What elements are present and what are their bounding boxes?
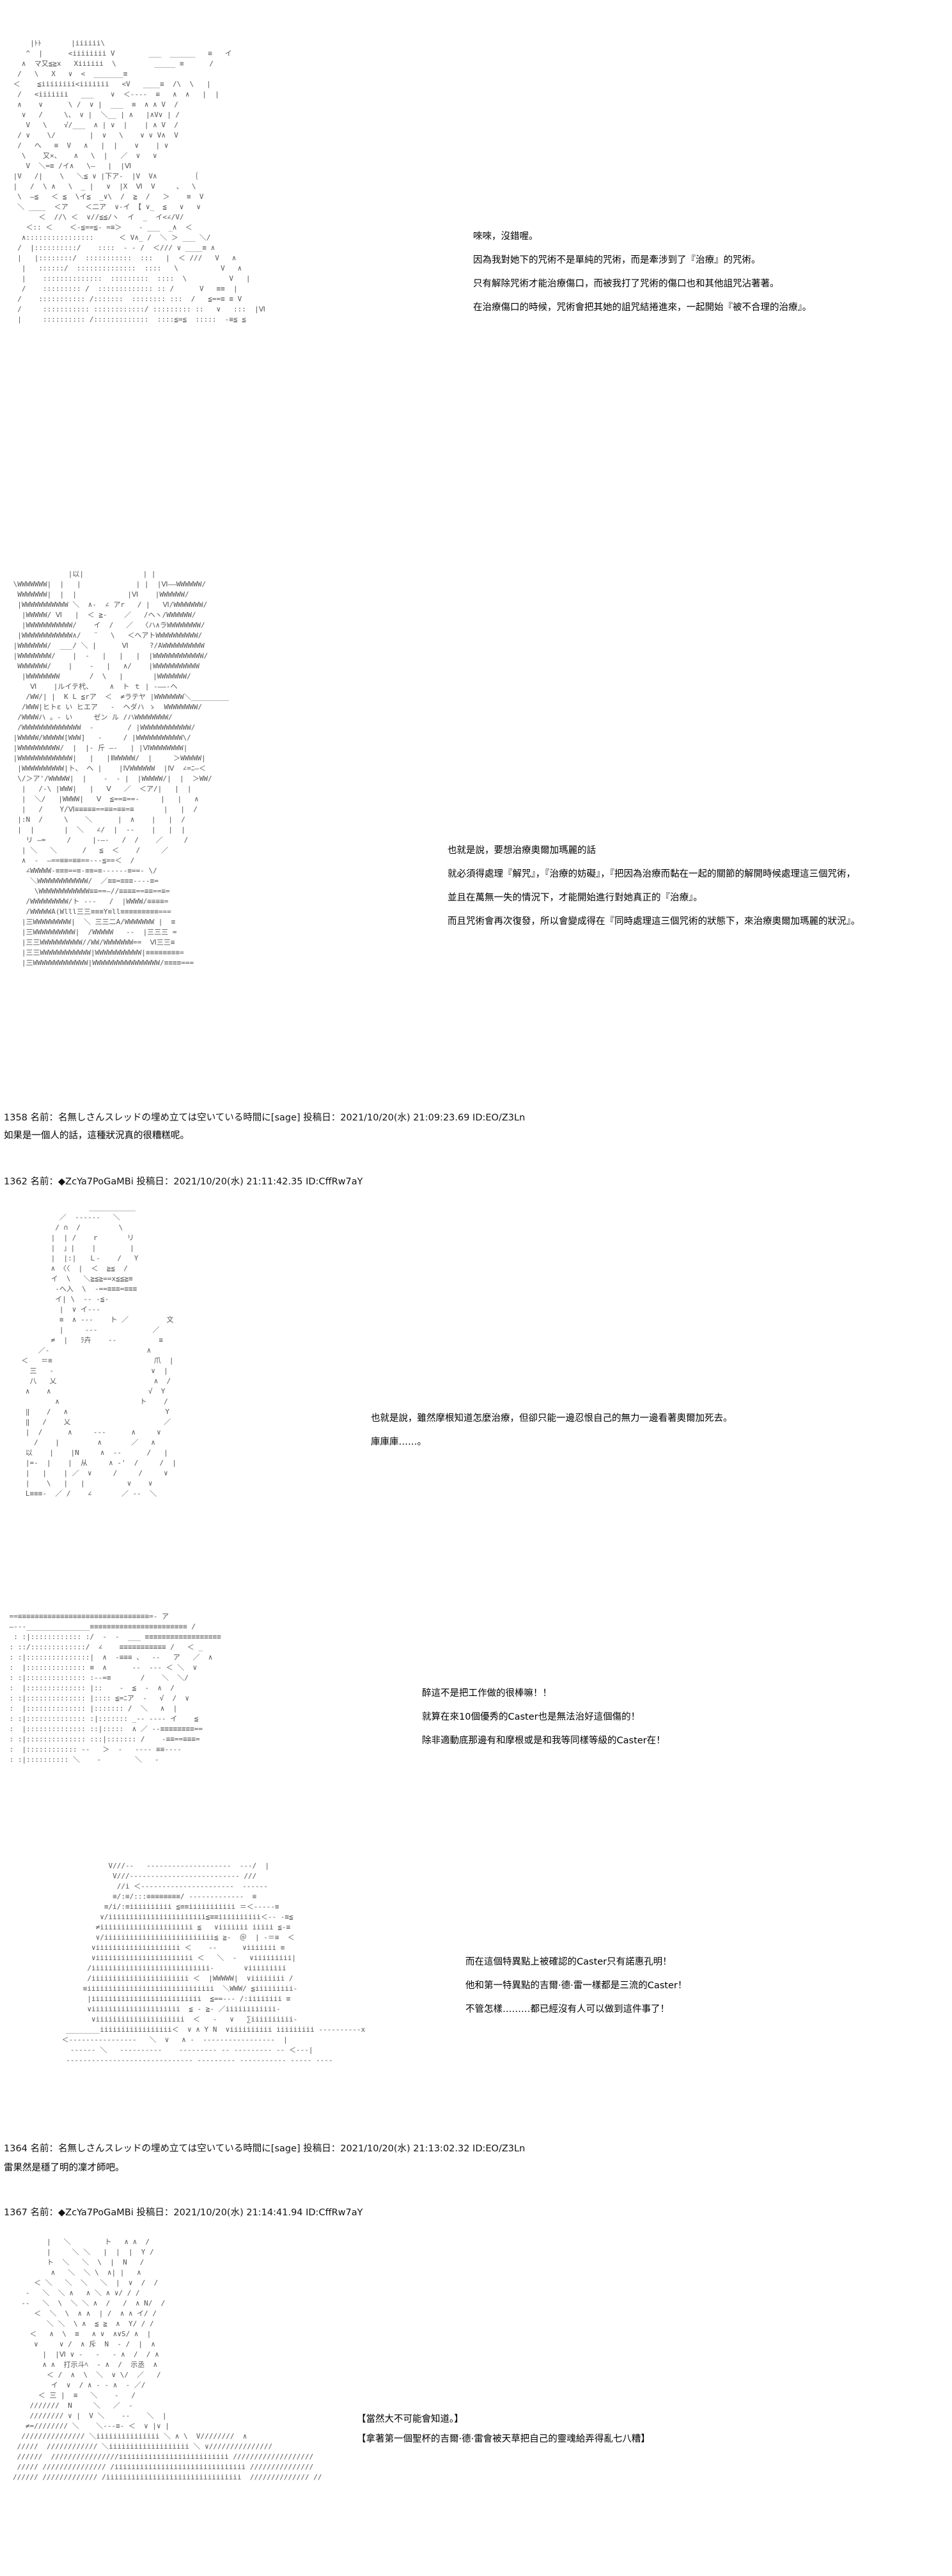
ascii-art-panel-1: |ﾄﾄ |iiiiii\ ^ | <iiiiiiii V ___ ______ … [13, 39, 265, 324]
ascii-art-panel-5: V///‐‐ ‐‐‐‐‐‐‐‐‐‐‐‐‐‐‐‐‐‐‐‐ ‐‐‐/ | V///‐… [61, 1862, 366, 2064]
dialogue-block-2: 也就是說，要想治療奧爾加瑪麗的話 就必須得處理『解咒』，『治療的妨礙』，『把因為… [448, 839, 860, 934]
dialogue-line: 唻唻，沒錯喔。 [473, 232, 538, 242]
post-header: 1367 名前：◆ZcYa7PoGaMBi 投稿日：2021/10/20(水) … [4, 2208, 363, 2218]
dialogue-line: 因為我對她下的咒術不是單純的咒術，而是牽涉到了『治療』的咒術。 [473, 255, 761, 265]
dialogue-line: 【當然大不可能會知道。】 [357, 2414, 464, 2424]
dialogue-line: 就算在來10個優秀的Caster也是無法治好這個傷的！ [422, 1712, 641, 1722]
dialogue-line: 也就是說，要想治療奧爾加瑪麗的話 [448, 845, 596, 856]
ascii-art-panel-2: |以| | | \WWWWWWW| | | | | |Ⅵ――WWWWWW/ WW… [13, 570, 230, 967]
dialogue-line: 而且咒術會再次復發，所以會變成得在『同時處理這三個咒術的狀態下，來治療奧爾加瑪麗… [448, 916, 861, 927]
dialogue-line: 並且在萬無一失的情況下，才能開始進行對她真正的『治療』。 [448, 893, 703, 903]
post-header: 1364 名前：名無しさんスレッドの埋め立ては空いている時間に[sage] 投稿… [4, 2144, 526, 2154]
dialogue-line: 就必須得處理『解咒』，『治療的妨礙』，『把因為治療而黏在一起的關節的解開時候處理… [448, 869, 855, 879]
dialogue-line: 也就是說，雖然摩根知道怎麼治療，但卻只能一邊忍恨自己的無力一邊看著奧爾加死去。 [371, 1413, 733, 1424]
ascii-art-panel-3: ___________ ／ ‐‐‐‐‐‐ ＼ / ∩ / \ | | / r リ… [21, 1203, 177, 1498]
dialogue-line: 【拿著第一個聖杯的吉爾·德·雷會被天草把自己的靈魂給弄得亂七八糟】 [357, 2434, 650, 2444]
dialogue-block-1: 唻唻，沒錯喔。 因為我對她下的咒術不是單純的咒術，而是牽涉到了『治療』的咒術。 … [473, 225, 811, 320]
post-header: 1358 名前：名無しさんスレッドの埋め立ては空いている時間に[sage] 投稿… [4, 1113, 526, 1123]
dialogue-block-5: 而在這個特異點上被確認的Caster只有諾惠孔明！ 他和第一特異點的吉爾·德·雷… [465, 1951, 687, 2022]
post-message: 如果是一個人的話，這種狀況真的很糟糕呢。 [4, 1131, 189, 1141]
dialogue-line: 不管怎樣………都已經沒有人可以做到這件事了！ [465, 2004, 669, 2014]
dialogue-line: 只有解除咒術才能治療傷口，而被我打了咒術的傷口也和其他詛咒沾著著。 [473, 279, 779, 289]
dialogue-block-6: 【當然大不可能會知道。】 【拿著第一個聖杯的吉爾·德·雷會被天草把自己的靈魂給弄… [357, 2410, 650, 2449]
post-message: 雷果然是穩了明的凜才師吧。 [4, 2163, 125, 2173]
ascii-art-panel-4: ==≡≡≡≡≡≡≡≡≡≡≡≡≡≡≡≡≡≡≡≡≡≡≡≡≡≡≡≡≡≡≡=‐ ア ―‐… [9, 1612, 221, 1764]
dialogue-block-3: 也就是說，雖然摩根知道怎麼治療，但卻只能一邊忍恨自己的無力一邊看著奧爾加死去。 … [371, 1407, 733, 1454]
dialogue-line: 庫庫庫……。 [371, 1437, 426, 1447]
dialogue-line: 而在這個特異點上被確認的Caster只有諾惠孔明！ [465, 1957, 672, 1967]
dialogue-line: 他和第一特異點的吉爾·德·雷一樣都是三流的Caster！ [465, 1981, 687, 1991]
dialogue-line: 除非適動底那邊有和摩根或是和我等同樣等級的Caster在！ [422, 1736, 666, 1746]
dialogue-line: 醉這不是把工作做的很棒嘛！！ [422, 1688, 552, 1699]
ascii-art-panel-6: | ＼ ト ∧ ∧ / | ＼ ＼ | | | Y / ト ＼ ＼ \ | N … [13, 2238, 322, 2481]
dialogue-block-4: 醉這不是把工作做的很棒嘛！！ 就算在來10個優秀的Caster也是無法治好這個傷… [422, 1682, 666, 1753]
dialogue-line: 在治療傷口的時候，咒術會把其她的詛咒結捲進來，一起開始『被不合理的治療』。 [473, 302, 812, 313]
post-header: 1362 名前：◆ZcYa7PoGaMBi 投稿日：2021/10/20(水) … [4, 1177, 363, 1187]
